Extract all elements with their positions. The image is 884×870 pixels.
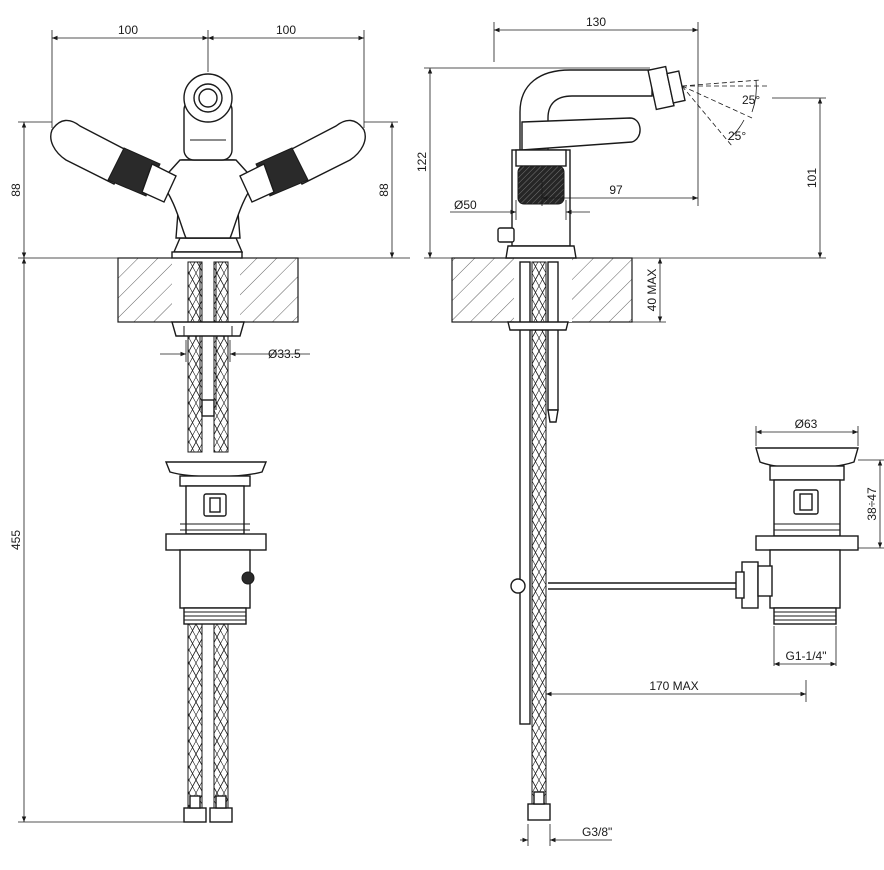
side-nozzle-reach-label: 97 [609,183,623,197]
front-right-height-label: 88 [377,183,391,197]
waste-thread-label: G1-1/4" [786,649,827,663]
pipe-diameter-label: Ø33.5 [268,347,301,361]
waste-diameter-label: Ø63 [795,417,818,431]
rod-length-label: 170 MAX [649,679,698,693]
side-base-diameter-label: Ø50 [454,198,477,212]
side-view: 25° 25° 130 122 101 97 Ø50 40 MAX [415,15,884,846]
side-nozzle-height-label: 101 [805,168,819,188]
front-left-height-label: 88 [9,183,23,197]
front-left-width-label: 100 [118,23,138,37]
front-view: 100 100 88 88 455 Ø33.5 [9,23,410,823]
spray-angle-upper-label: 25° [742,93,760,107]
side-spout-reach-label: 130 [586,15,606,29]
front-total-length-label: 455 [9,530,23,550]
counter-thickness-label: 40 MAX [645,269,659,312]
spray-angle-lower-label: 25° [728,129,746,143]
front-right-width-label: 100 [276,23,296,37]
side-height-label: 122 [415,152,429,172]
waste-height-range-label: 38÷47 [865,487,879,521]
hose-thread-label: G3/8" [582,825,612,839]
